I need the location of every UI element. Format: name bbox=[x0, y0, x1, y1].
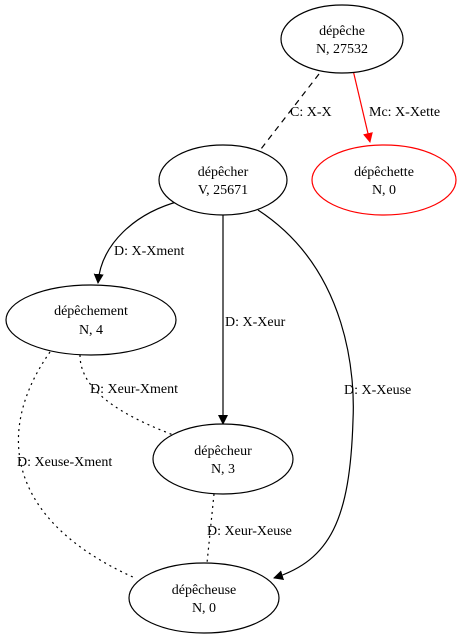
node-depecher-info: V, 25671 bbox=[198, 183, 248, 198]
node-depechement-word: dépêchement bbox=[54, 304, 128, 319]
edge-diminutive bbox=[352, 69, 373, 143]
node-depecher-word: dépêcher bbox=[198, 165, 249, 180]
edge-label-derivation-eur: D: X-Xeur bbox=[225, 315, 286, 330]
edge-label-derivation-ment: D: X-Xment bbox=[114, 244, 184, 259]
node-depeche-word: dépêche bbox=[319, 24, 365, 39]
edge-derivation-ment bbox=[93, 200, 181, 284]
node-depecheur-word: dépêcheur bbox=[194, 444, 252, 459]
node-depechement: dépêchement N, 4 bbox=[5, 284, 177, 356]
node-depeche-info: N, 27532 bbox=[316, 42, 368, 57]
edge-conversion bbox=[253, 73, 320, 159]
node-depechette: dépêchette N, 0 bbox=[311, 144, 457, 216]
node-depecheuse-info: N, 0 bbox=[192, 601, 216, 616]
node-depecheur-info: N, 3 bbox=[211, 462, 235, 477]
node-depecheur: dépêcheur N, 3 bbox=[152, 423, 294, 495]
node-depeche: dépêche N, 27532 bbox=[280, 4, 404, 74]
edge-relation-eur-ment bbox=[79, 354, 177, 437]
node-depecheuse: dépêcheuse N, 0 bbox=[128, 562, 280, 634]
edges: C: X-X Mc: X-Xette D: X-Xment D: X-Xeur … bbox=[17, 69, 440, 581]
node-depecher: dépêcher V, 25671 bbox=[158, 144, 288, 216]
edge-label-diminutive: Mc: X-Xette bbox=[369, 105, 440, 120]
edge-derivation-euse bbox=[257, 209, 354, 581]
node-depecheuse-word: dépêcheuse bbox=[172, 583, 237, 598]
edge-label-conversion: C: X-X bbox=[290, 105, 332, 120]
edge-label-derivation-euse: D: X-Xeuse bbox=[344, 383, 411, 398]
node-depechette-info: N, 0 bbox=[372, 183, 396, 198]
nodes: dépêche N, 27532 dépêcher V, 25671 dépêc… bbox=[5, 4, 457, 634]
edge-label-relation-eur-euse: D: Xeur-Xeuse bbox=[207, 524, 292, 539]
edge-label-relation-eur-ment: D: Xeur-Xment bbox=[90, 382, 178, 397]
edge-relation-euse-ment bbox=[17, 351, 136, 579]
node-depechement-info: N, 4 bbox=[79, 323, 103, 338]
node-depechette-word: dépêchette bbox=[354, 165, 414, 180]
edge-label-relation-euse-ment: D: Xeuse-Xment bbox=[17, 455, 112, 470]
